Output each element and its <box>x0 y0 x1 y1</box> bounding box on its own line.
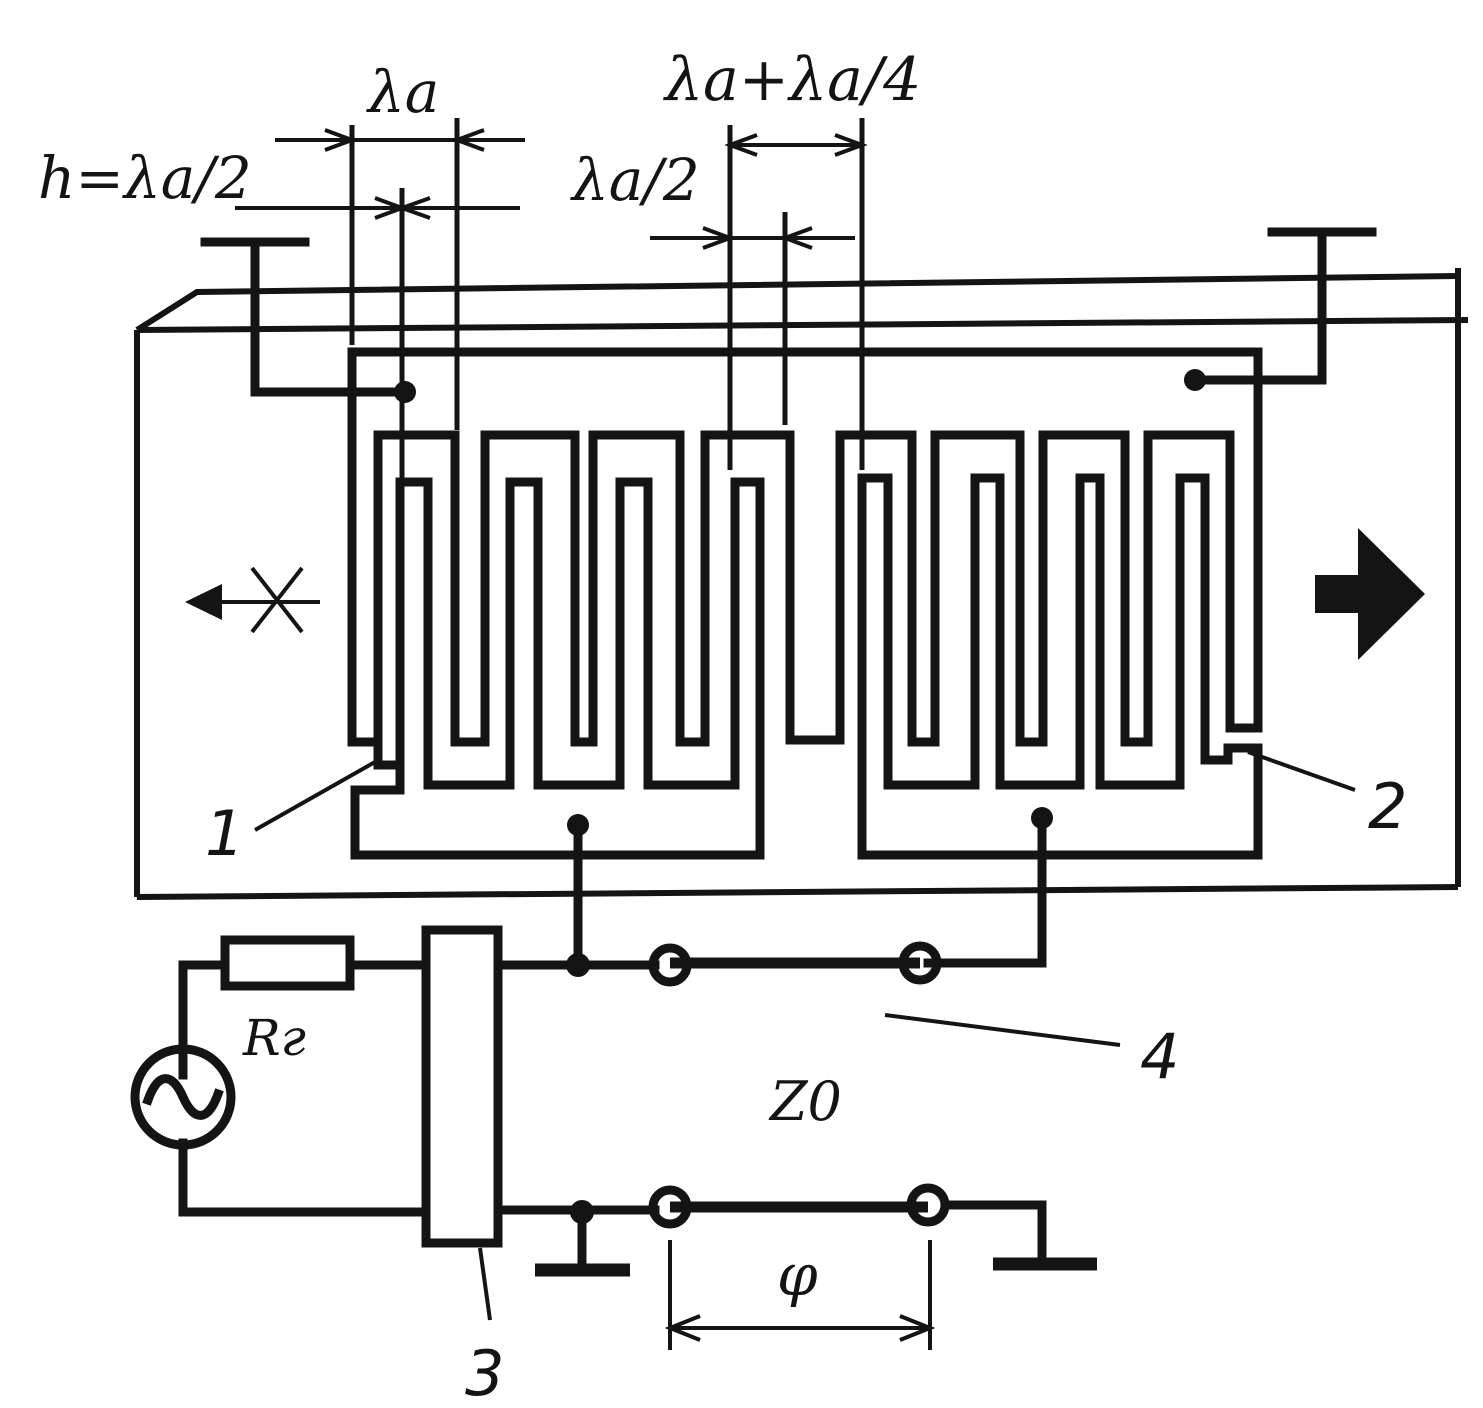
label-lambda-a: λa <box>366 58 439 126</box>
bottom-electrode-comb-right <box>857 473 1263 860</box>
resistor <box>220 935 355 991</box>
leader-lines <box>254 750 1356 1321</box>
dimension-arrows <box>235 128 936 1350</box>
label-lambda-a-quarter: λa+λa/4 <box>663 45 921 115</box>
label-resistor: Rг <box>242 1009 306 1067</box>
crossed-arrow-left-icon <box>185 566 320 634</box>
terminal-bottom-left <box>648 1185 692 1229</box>
part-number-4: 4 <box>1140 1020 1179 1093</box>
label-phi: φ <box>777 1241 818 1309</box>
terminal-top-left <box>648 943 692 987</box>
top-electrode-bus <box>200 227 1377 747</box>
part-number-3: 3 <box>465 1337 504 1408</box>
transducer-leads <box>567 807 1053 968</box>
part-number-1: 1 <box>205 797 244 870</box>
contact-dot-top-left <box>394 381 416 403</box>
label-z0: Z0 <box>768 1070 842 1133</box>
generator-circuit <box>130 925 503 1248</box>
interdigital-transducer-1 <box>355 430 1255 747</box>
contact-dot-top-right <box>1184 369 1206 391</box>
label-lambda-a-half: λa/2 <box>570 146 700 214</box>
ac-source-icon <box>130 1044 236 1150</box>
part-number-2: 2 <box>1368 770 1407 843</box>
dimension-extension-lines <box>349 118 865 478</box>
bottom-electrode-comb-left <box>350 477 765 860</box>
substrate <box>134 268 1469 900</box>
hybrid-coupler <box>421 925 503 1248</box>
filled-arrow-right-icon <box>1315 528 1425 660</box>
label-h: h=λa/2 <box>38 144 252 212</box>
transmission-lines <box>493 941 1097 1277</box>
terminal-top-right <box>898 941 942 985</box>
